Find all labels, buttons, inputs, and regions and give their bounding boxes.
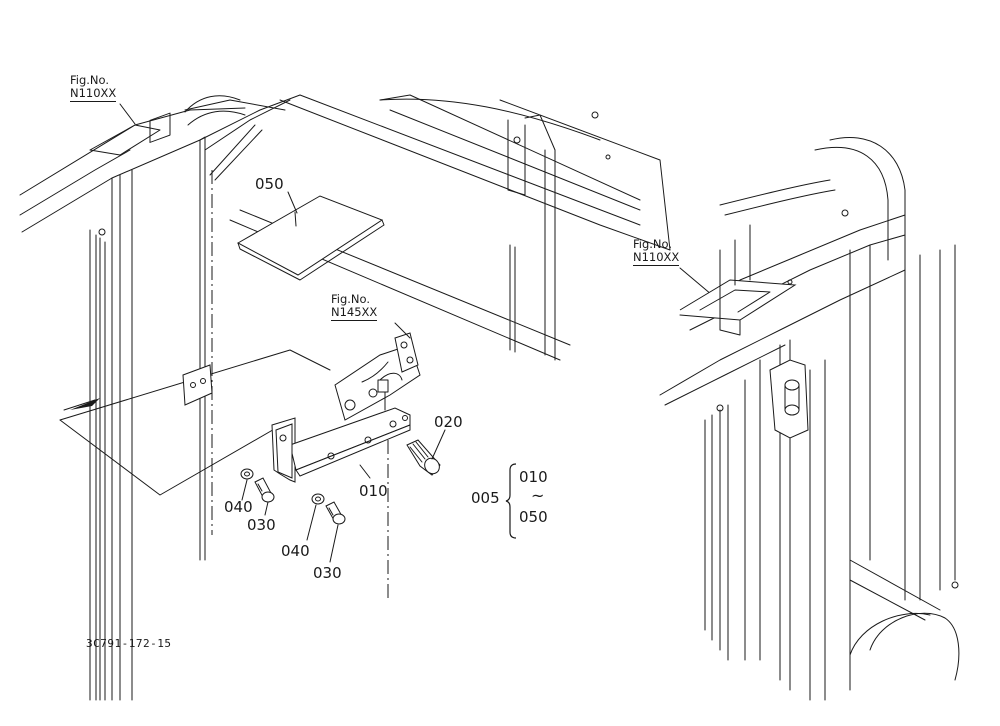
part-020-bolt [406,439,441,476]
fig-ref-number: N110XX [70,86,117,102]
assembly-brace [505,463,517,539]
fig-ref-number: N145XX [331,305,378,321]
part-040-washer-b [311,493,325,505]
callout-010[interactable]: 010 [359,482,388,500]
fig-ref-top-left[interactable]: Fig.No. N110XX [70,73,117,102]
cab-frame-right [659,136,960,701]
fig-ref-prefix: Fig.No. [633,237,673,251]
assembly-label[interactable]: 005 [471,489,500,507]
part-010-bracket [271,407,411,483]
part-050-sheet [236,195,385,281]
drawing-code: 3C791-172-15 [86,637,172,650]
callout-020[interactable]: 020 [434,413,463,431]
part-030-bolt-a [254,477,275,503]
assembly-range-tilde: ~ [531,486,545,505]
callout-040-b[interactable]: 040 [281,542,310,560]
hinge-assembly [334,332,421,421]
assembly-range-start[interactable]: 010 [519,468,548,486]
part-030-bolt-b [325,501,346,525]
part-040-washer-a [240,468,254,480]
callout-030-b[interactable]: 030 [313,564,342,582]
fig-ref-hinge[interactable]: Fig.No. N145XX [331,292,378,321]
callout-050[interactable]: 050 [255,175,284,193]
fig-ref-right[interactable]: Fig.No. N110XX [633,237,680,266]
leader-lines [119,103,719,563]
fig-ref-prefix: Fig.No. [70,73,110,87]
assembly-range-end[interactable]: 050 [519,508,548,526]
fig-ref-number: N110XX [633,250,680,266]
callout-030-a[interactable]: 030 [247,516,276,534]
fig-ref-prefix: Fig.No. [331,292,371,306]
callout-040-a[interactable]: 040 [224,498,253,516]
cab-frame-left [19,94,671,701]
